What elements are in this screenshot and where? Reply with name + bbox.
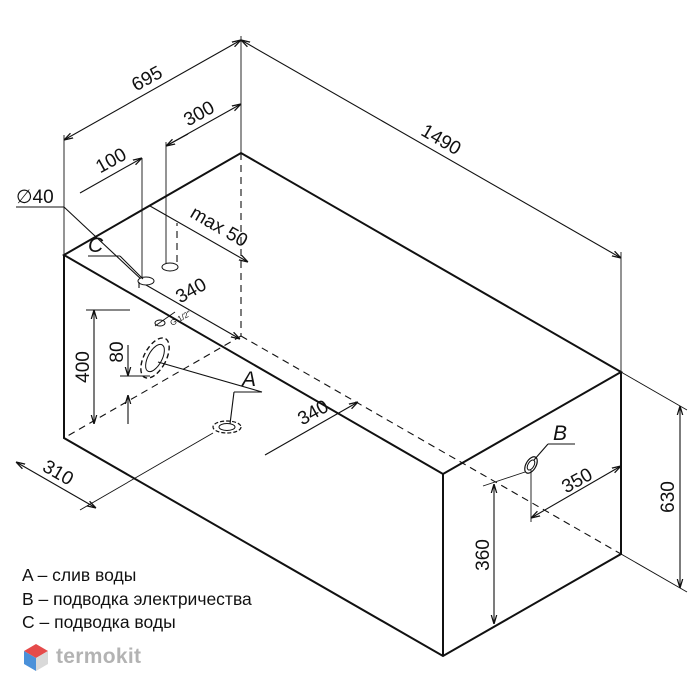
cube-logo-icon: [24, 644, 48, 671]
label-drain: A: [240, 368, 256, 391]
dim-drain-side-offset: 310: [16, 432, 214, 511]
brand-name: termokit: [56, 645, 142, 668]
dim-width-label: 695: [128, 62, 166, 96]
dim-connection-offset-label: 300: [180, 97, 218, 131]
water-pipe-2: [161, 262, 179, 272]
drain: A: [157, 361, 263, 434]
box-hidden-edges: [63, 153, 622, 555]
dim-drain-side-offset-label: 310: [39, 456, 77, 490]
overflow-fitting: G 1/2": [140, 309, 193, 379]
dim-electric-height: 360: [473, 471, 526, 624]
dim-electric-height-label: 360: [473, 539, 494, 571]
dim-height-400: 400: [73, 309, 130, 424]
dim-max-offset-label: max 50: [187, 203, 251, 252]
label-water: C: [88, 234, 104, 257]
dim-drain-offset-label: 340: [294, 396, 332, 430]
dim-drain-offset: 340: [264, 396, 358, 456]
legend-item: C – подводка воды: [22, 612, 176, 632]
dim-height: 630: [620, 371, 688, 593]
dim-connection-spacing-label: 100: [92, 144, 130, 178]
dim-height-80-label: 80: [107, 341, 128, 362]
dim-electric-offset: 350: [531, 464, 621, 522]
dim-pipe-diameter: ∅40: [16, 187, 143, 281]
dim-max-offset: max 50: [149, 203, 251, 262]
dim-height-400-label: 400: [73, 351, 94, 383]
brand-logo: termokit: [22, 642, 141, 672]
water-pipe-1: [137, 276, 155, 286]
dim-connection-offset: 300: [166, 97, 241, 146]
legend-item: A – слив воды: [22, 565, 137, 585]
water-connection: C: [88, 223, 179, 288]
label-electric: B: [553, 422, 567, 445]
dim-electric-offset-label: 350: [558, 464, 596, 498]
dim-length: 1490: [241, 40, 621, 372]
legend-item: B – подводка электричества: [22, 588, 252, 609]
dim-pipe-diameter-label: ∅40: [16, 187, 54, 208]
thread-size-label: G 1/2": [169, 309, 193, 328]
dim-height-label: 630: [658, 481, 679, 513]
dim-height-80: 80: [107, 341, 150, 424]
legend: A – слив воды B – подводка электричества…: [22, 564, 252, 635]
electric-connection: B: [524, 422, 575, 474]
